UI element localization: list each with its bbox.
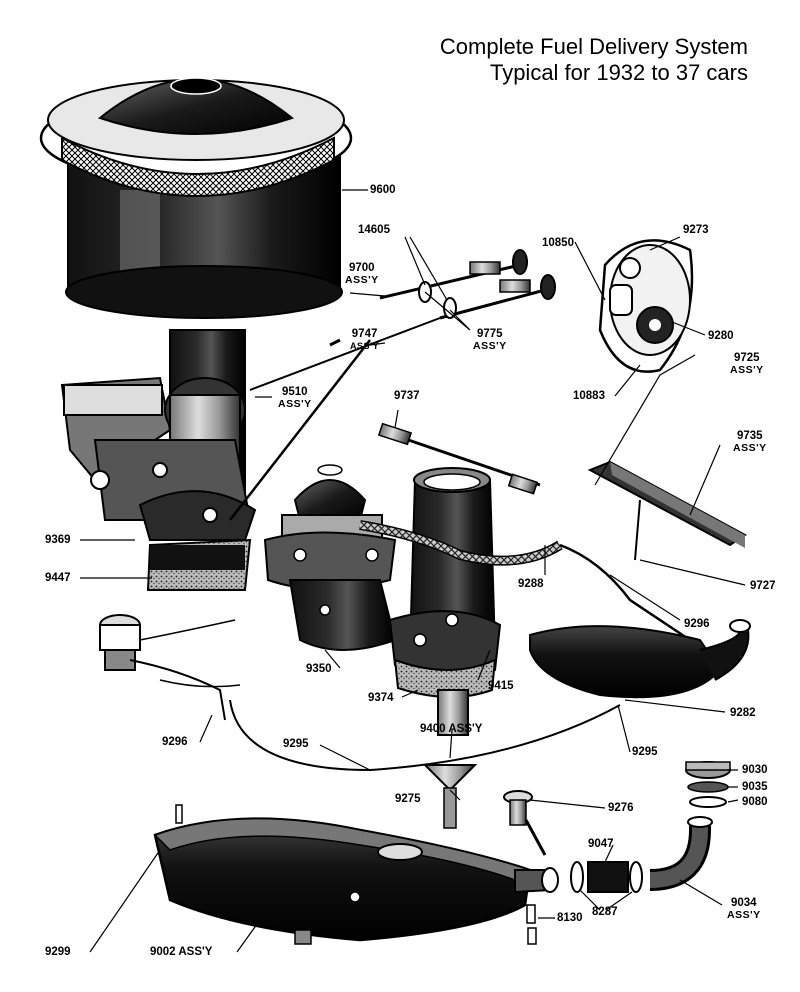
callout-9737: 9737 — [394, 390, 420, 402]
callout-9735: 9735 ASS'Y — [733, 430, 767, 454]
callout-9369: 9369 — [45, 534, 71, 546]
callout-9510-number: 9510 — [282, 386, 308, 398]
air-cleaner-9600 — [39, 77, 353, 319]
callout-9747-suffix: ASS'Y — [350, 341, 380, 351]
callout-9600: 9600 — [370, 184, 396, 196]
callout-9700: 9700 ASS'Y — [345, 262, 379, 286]
gasket-9447 — [146, 538, 252, 591]
fuel-pump-9350 — [263, 464, 397, 651]
fuel-line-9288 — [359, 520, 691, 642]
callout-9282: 9282 — [730, 707, 756, 719]
callout-9296-left: 9296 — [162, 736, 188, 748]
callout-9047: 9047 — [588, 838, 614, 850]
filler-neck-9034 — [649, 816, 713, 891]
callout-9035: 9035 — [742, 781, 768, 793]
callout-9725-number: 9725 — [734, 352, 760, 364]
callout-9747-number: 9747 — [351, 328, 378, 340]
accelerator-pedal-9735 — [587, 460, 747, 561]
callout-10850: 10850 — [542, 237, 574, 249]
callout-9735-number: 9735 — [737, 430, 763, 442]
callout-9295-left: 9295 — [283, 738, 309, 750]
callout-9775: 9775 ASS'Y — [473, 328, 507, 352]
carburetor-9510 — [60, 329, 257, 542]
callout-9273: 9273 — [683, 224, 709, 236]
callout-9727: 9727 — [750, 580, 776, 592]
callout-9747: 9747 ASS'Y — [350, 328, 379, 352]
callout-9350: 9350 — [306, 663, 332, 675]
callout-8287: 8287 — [592, 906, 618, 918]
filler-cap-set — [685, 761, 731, 808]
choke-throttle-controls — [229, 249, 556, 521]
callout-9034-number: 9034 — [731, 897, 757, 909]
callout-9275: 9275 — [395, 793, 421, 805]
callout-9296-right: 9296 — [684, 618, 710, 630]
callout-9295-right: 9295 — [632, 746, 658, 758]
gas-tank-9002 — [153, 817, 559, 945]
callout-9510-suffix: ASS'Y — [278, 398, 312, 410]
callout-9700-suffix: ASS'Y — [345, 274, 379, 286]
callout-9447: 9447 — [45, 572, 71, 584]
filler-hose-9047 — [570, 861, 643, 893]
callout-9775-number: 9775 — [477, 328, 503, 340]
callout-9415: 9415 — [488, 680, 514, 692]
callout-9725: 9725 ASS'Y — [730, 352, 764, 376]
callout-9280: 9280 — [708, 330, 734, 342]
callout-9510: 9510 ASS'Y — [278, 386, 312, 410]
callout-9080: 9080 — [742, 796, 768, 808]
callout-9002: 9002 ASS'Y — [150, 946, 213, 958]
callout-9030: 9030 — [742, 764, 768, 776]
callout-9288: 9288 — [518, 578, 544, 590]
gas-tank-upper — [529, 619, 751, 699]
title-line-1: Complete Fuel Delivery System — [439, 34, 748, 59]
bolts — [175, 804, 537, 945]
sender-unit-9296 — [99, 614, 621, 772]
callout-9034: 9034 ASS'Y — [727, 897, 761, 921]
callout-9775-suffix: ASS'Y — [473, 340, 507, 352]
callout-9725-suffix: ASS'Y — [730, 364, 764, 376]
callout-8130: 8130 — [557, 912, 583, 924]
sediment-cone-9275 — [422, 764, 478, 829]
callout-9374: 9374 — [368, 692, 394, 704]
title-line-2: Typical for 1932 to 37 cars — [489, 60, 748, 85]
callout-14605: 14605 — [358, 224, 390, 236]
callout-9735-suffix: ASS'Y — [733, 442, 767, 454]
pump-stand-9400 — [388, 467, 502, 736]
callout-10883: 10883 — [573, 390, 605, 402]
drain-fitting-9276 — [503, 790, 547, 856]
callout-9700-number: 9700 — [349, 262, 375, 274]
callout-9276: 9276 — [608, 802, 634, 814]
fuel-gauge-10850 — [598, 239, 694, 373]
callout-9299: 9299 — [45, 946, 71, 958]
leader-lines — [80, 189, 746, 953]
throttle-rod-9737 — [377, 422, 541, 495]
callout-9400: 9400 ASS'Y — [420, 723, 483, 735]
callout-9034-suffix: ASS'Y — [727, 909, 761, 921]
